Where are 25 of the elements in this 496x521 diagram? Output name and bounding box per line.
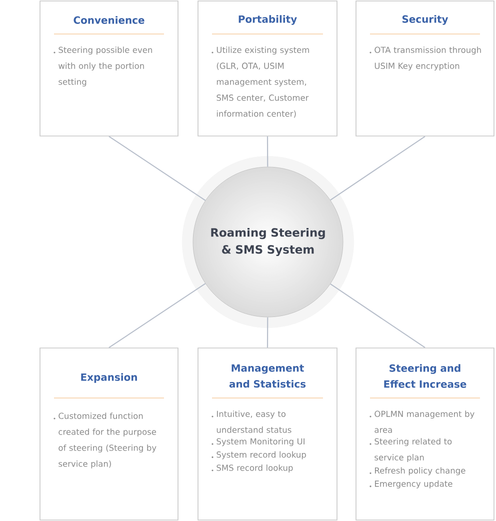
- card-heading: Portability: [238, 15, 297, 25]
- connector-line: [108, 136, 206, 201]
- connector-line: [266, 317, 268, 348]
- bullet-item: Customized function created for the purpose of steering (Steering by service plan): [54, 412, 156, 468]
- card-heading: Security: [402, 15, 448, 25]
- bullet-item: Intuitive, easy to understand status: [212, 410, 292, 433]
- bullet-item: System record lookup: [212, 451, 306, 460]
- bullet-item: OPLMN management by area: [370, 410, 474, 433]
- card-heading: Management and Statistics: [229, 364, 306, 388]
- bullet-item: Emergency update: [370, 480, 452, 488]
- bullet-item: OTA transmission through USIM Key encryption: [370, 46, 481, 71]
- connector-line: [330, 136, 426, 200]
- card-heading: Expansion: [81, 373, 137, 383]
- bullet-item: System Monitoring UI: [212, 438, 304, 446]
- bullet-item: Refresh policy change: [370, 467, 466, 476]
- bullet-item: Steering related to service plan: [370, 438, 452, 462]
- card-heading: Convenience: [74, 16, 144, 24]
- bullet-item: SMS record lookup: [212, 464, 293, 472]
- card-heading: Steering and Effect Increase: [384, 364, 466, 388]
- connector-line: [266, 136, 268, 167]
- connector-line: [330, 284, 426, 348]
- center-title: Roaming Steering & SMS System: [211, 228, 325, 256]
- connector-line: [108, 283, 206, 348]
- bullet-item: Utilize existing system (GLR, OTA, USIM management system, SMS center, Customer information center): [212, 46, 309, 118]
- bullet-item: Steering possible even with only the portion setting: [54, 46, 152, 86]
